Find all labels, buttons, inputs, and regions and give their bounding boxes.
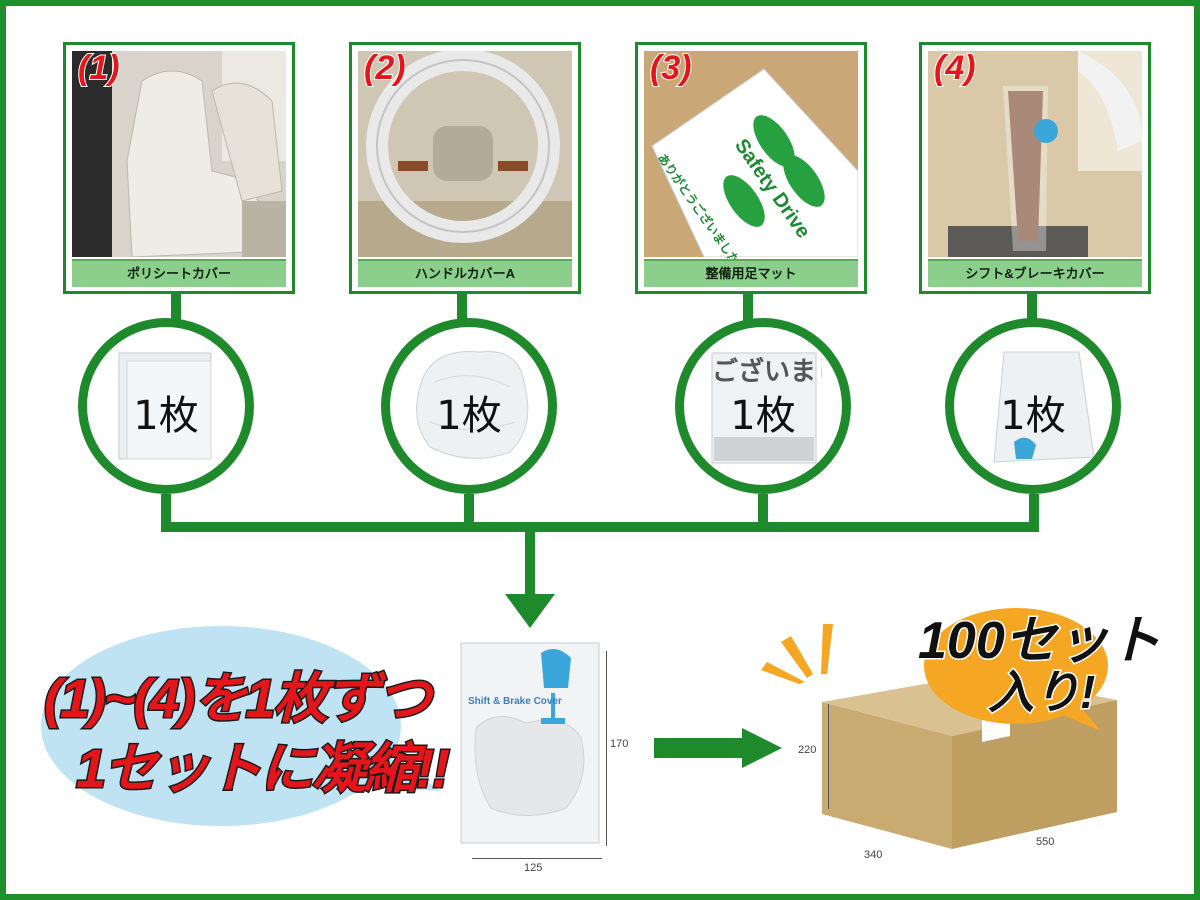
right-arrow-icon <box>654 728 782 768</box>
box-height-label: 220 <box>798 744 817 756</box>
shift-cover-photo <box>928 51 1142 257</box>
item-number: (3) <box>649 48 693 88</box>
badge-line-2: 入り! <box>986 665 1096 720</box>
connector-down <box>525 530 535 598</box>
quantity-label: 1枚 <box>730 393 796 439</box>
quantity-label: 1枚 <box>133 393 199 439</box>
connector-horizontal <box>161 522 1039 532</box>
item-caption: シフト&ブレーキカバー <box>928 259 1142 287</box>
quantity-circle-3: ございまし 1枚 <box>675 318 851 494</box>
item-caption: 整備用足マット <box>644 259 858 287</box>
item-number: (4) <box>933 48 977 88</box>
quantity-circle-1: 1枚 <box>78 318 254 494</box>
burst-lines <box>761 624 833 684</box>
item-card-shift-cover: (4) シフト&ブレーキカバー <box>919 42 1151 294</box>
dimension-line <box>472 858 602 859</box>
badge-line-1: 100セット <box>917 611 1163 672</box>
connector <box>161 494 171 530</box>
item-number: (2) <box>363 48 407 88</box>
item-card-steering-cover: (2) ハンドルカバーA <box>349 42 581 294</box>
package-height-label: 170 <box>610 738 629 750</box>
package-label: Shift & Brake Cover <box>468 696 562 707</box>
down-arrow-icon <box>505 594 555 628</box>
item-caption: ハンドルカバーA <box>358 259 572 287</box>
quantity-circle-2: 1枚 <box>381 318 557 494</box>
speech-bubble <box>41 626 441 826</box>
quantity-circle-4: 1枚 <box>945 318 1121 494</box>
badge-background <box>924 608 1108 731</box>
package-width-label: 125 <box>524 862 543 874</box>
item-number: (1) <box>77 48 121 88</box>
dimension-line <box>828 704 829 809</box>
dimension-line <box>606 651 607 846</box>
seat-cover-photo <box>72 51 286 257</box>
connector <box>743 291 753 321</box>
item-caption: ポリシートカバー <box>72 259 286 287</box>
quantity-label: 1枚 <box>1000 393 1066 439</box>
shift-brake-package-image <box>460 642 600 844</box>
item-card-floor-mat: Safety Drive ありがとうございました。 (3) 整備用足マット <box>635 42 867 294</box>
connector <box>758 494 768 530</box>
bubble-line-2: 1セットに凝縮!! <box>75 738 452 801</box>
item-card-seat-cover: (1) ポリシートカバー <box>63 42 295 294</box>
connector <box>1027 291 1037 321</box>
quantity-label: 1枚 <box>436 393 502 439</box>
floor-mat-photo <box>644 51 858 257</box>
connector <box>464 494 474 530</box>
box-width-label: 550 <box>1036 836 1055 848</box>
mat-package-text: ございまし <box>712 356 822 386</box>
connector <box>171 291 181 321</box>
bubble-line-1: (1)~(4)を1枚ずつ <box>43 668 434 731</box>
steering-cover-photo <box>358 51 572 257</box>
connector <box>457 291 467 321</box>
connector <box>1029 494 1039 530</box>
box-depth-label: 340 <box>864 849 883 861</box>
